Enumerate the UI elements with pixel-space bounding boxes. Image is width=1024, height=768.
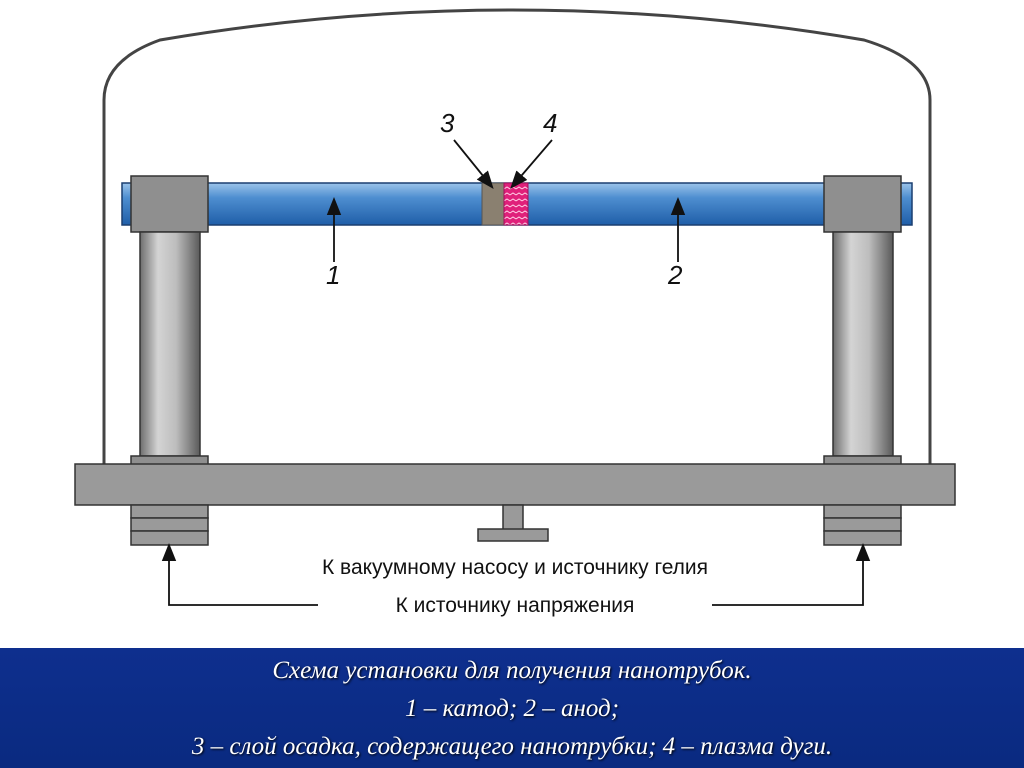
callout-label-1: 1 [326, 260, 340, 290]
caption-line-2: 1 – катод; 2 – анод; [404, 695, 620, 722]
caption-line-3: 3 – слой осадка, содержащего нанотрубки;… [191, 733, 833, 760]
deposit-layer [481, 182, 505, 226]
right-feedthrough [823, 504, 902, 546]
right-holder-block [823, 175, 902, 233]
callout-label-4: 4 [543, 108, 557, 138]
right-support-post [832, 231, 894, 457]
caption-line-1: Схема установки для получения нанотрубок… [272, 657, 752, 684]
left-holder-block [130, 175, 209, 233]
arc-discharge-diagram: 1 2 3 4 К вакуумному насосу и источнику … [74, 8, 956, 617]
plasma-arc [503, 182, 529, 226]
power-wire-left [161, 543, 318, 606]
left-support-post [139, 231, 201, 457]
callout-label-3: 3 [440, 108, 455, 138]
vacuum-chamber-outline [102, 8, 932, 466]
callout-label-2: 2 [667, 260, 683, 290]
callout-arrow-3 [453, 139, 494, 189]
base-plate [74, 463, 956, 506]
vacuum-port [477, 504, 549, 542]
callout-arrow-4 [510, 139, 553, 189]
left-feedthrough [130, 504, 209, 546]
figure-caption: Схема установки для получения нанотрубок… [0, 648, 1024, 768]
vacuum-helium-label: К вакуумному насосу и источнику гелия [322, 556, 708, 579]
power-source-label: К источнику напряжения [396, 594, 635, 617]
power-wire-right [712, 543, 871, 606]
